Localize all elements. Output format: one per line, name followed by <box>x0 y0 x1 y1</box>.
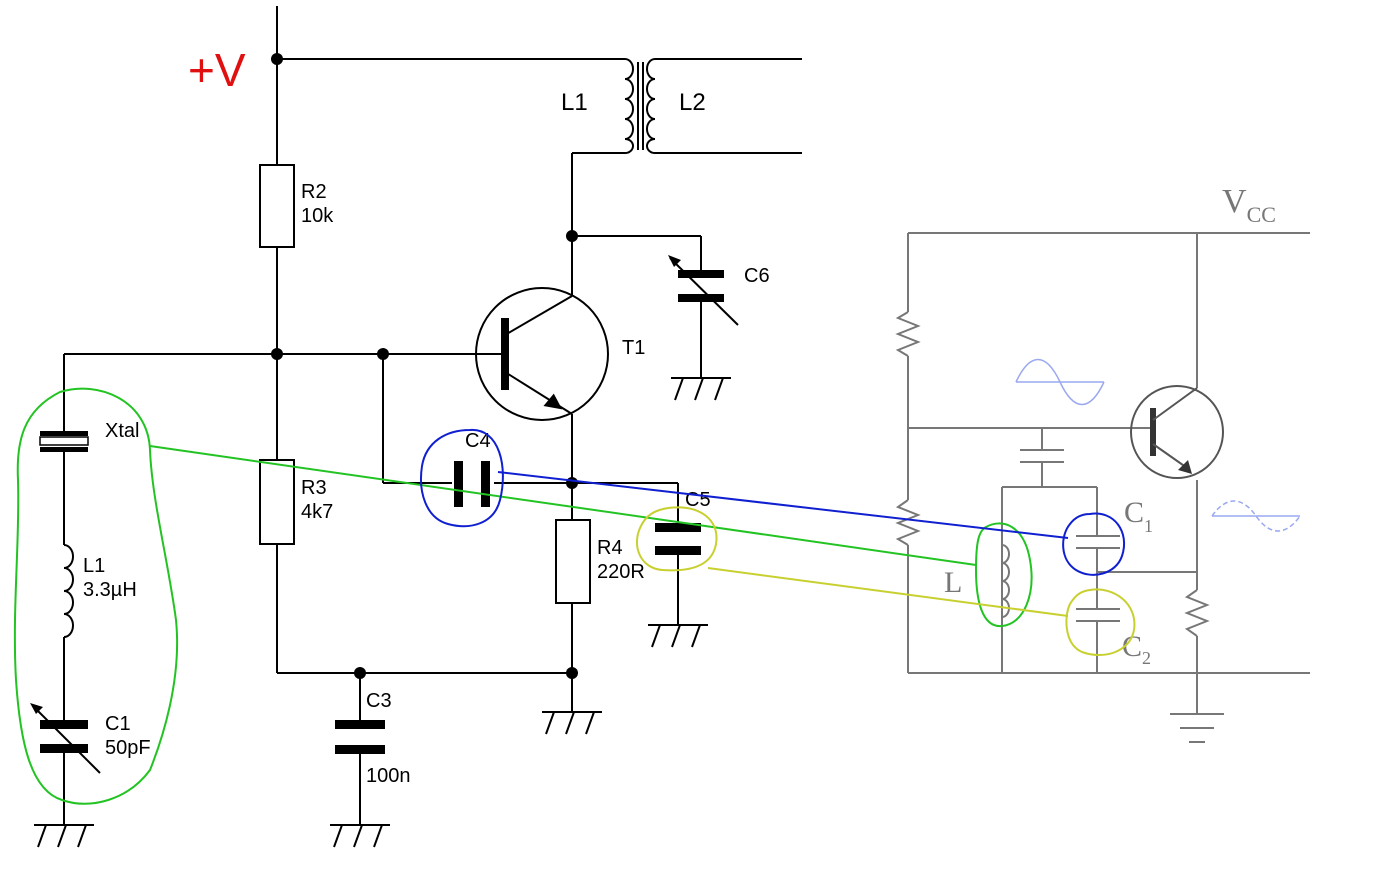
sine-wave-marks <box>1015 358 1301 532</box>
capacitor-c6 <box>668 255 739 326</box>
l1-name: L1 <box>83 555 105 577</box>
right-l-label: L <box>944 566 962 599</box>
right-c2-label: C2 <box>1122 630 1151 668</box>
right-c1-label: C1 <box>1124 496 1153 536</box>
capacitor-c3 <box>335 720 385 754</box>
resistor-r3 <box>259 459 295 545</box>
transformer <box>624 58 656 154</box>
right-transistor <box>1130 385 1224 479</box>
transistor-t1 <box>475 287 609 421</box>
r2-name: R2 <box>301 181 327 203</box>
vcc-label: VCC <box>1222 183 1276 227</box>
c1-name: C1 <box>105 713 131 735</box>
c4-label: C4 <box>465 430 491 452</box>
right-circuit <box>895 232 1310 743</box>
r3-name: R3 <box>301 477 327 499</box>
yellow-annotation <box>636 506 1136 656</box>
resistor-r4 <box>555 519 591 604</box>
left-circuit <box>63 6 802 825</box>
supply-label: +V <box>188 44 246 96</box>
r3-value: 4k7 <box>301 501 333 523</box>
c3-value: 100n <box>366 765 411 787</box>
r4-name: R4 <box>597 537 623 559</box>
capacitor-c4 <box>454 461 490 507</box>
capacitor-c1 <box>30 703 101 774</box>
c1-value: 50pF <box>105 737 151 759</box>
inductor-l1 <box>63 544 74 638</box>
r4-value: 220R <box>597 561 645 583</box>
transformer-secondary-label: L2 <box>679 89 706 116</box>
c3-name: C3 <box>366 690 392 712</box>
blue-annotation <box>420 428 1125 576</box>
left-junction-dots <box>271 53 578 679</box>
crystal-xtal <box>39 431 89 452</box>
ground-symbols-left <box>34 377 731 848</box>
capacitor-c5 <box>655 523 701 555</box>
l1-value: 3.3µH <box>83 579 137 601</box>
green-annotation <box>13 387 1033 805</box>
t1-label: T1 <box>622 337 645 359</box>
xtal-label: Xtal <box>105 420 139 442</box>
r2-value: 10k <box>301 205 334 227</box>
transformer-primary-label: L1 <box>561 89 588 116</box>
c6-label: C6 <box>744 265 770 287</box>
resistor-r2 <box>259 164 295 248</box>
